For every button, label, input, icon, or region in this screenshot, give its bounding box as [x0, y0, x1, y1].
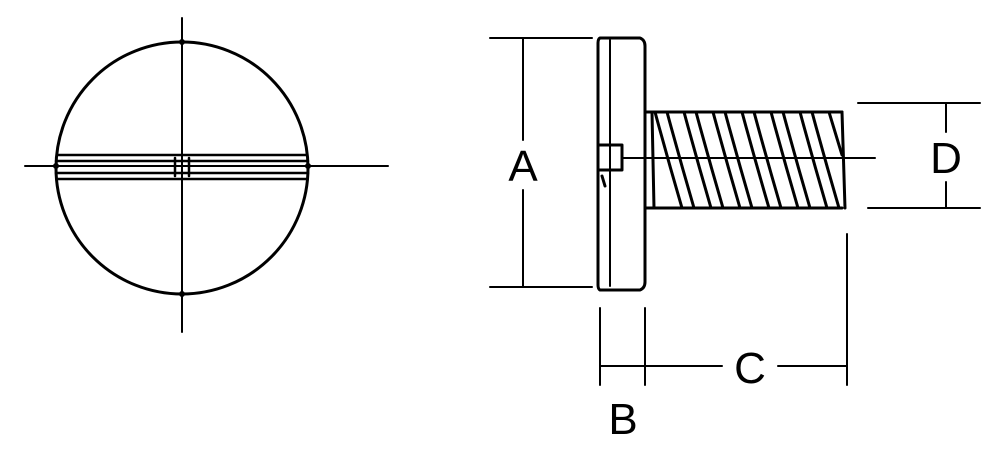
label-c: C — [734, 344, 766, 393]
screw-head-front-view — [24, 17, 389, 333]
slot — [54, 153, 310, 181]
dimension-a — [489, 37, 593, 288]
dimension-b — [599, 307, 646, 386]
head-profile — [596, 36, 647, 292]
bottom-tick — [179, 291, 185, 297]
dimension-d — [857, 102, 981, 209]
right-tick — [305, 163, 311, 169]
label-d: D — [930, 134, 962, 183]
top-tick — [179, 39, 185, 45]
left-tick — [53, 163, 59, 169]
label-b: B — [608, 395, 637, 444]
dimension-c — [644, 233, 848, 386]
label-a: A — [508, 142, 538, 191]
screw-side-view — [596, 36, 876, 292]
thread-helix — [653, 110, 844, 210]
